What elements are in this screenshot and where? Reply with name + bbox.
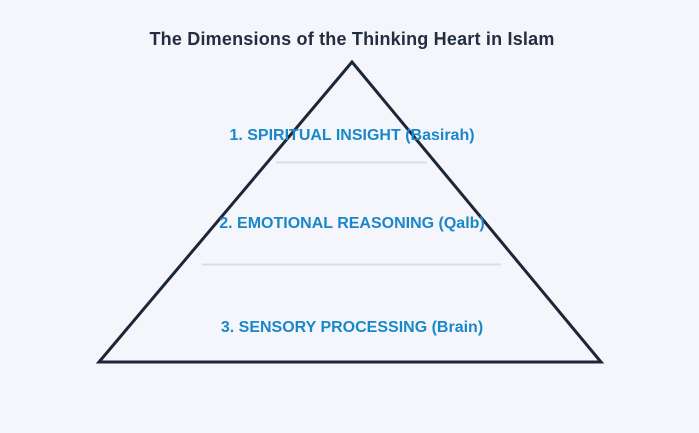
diagram-title: The Dimensions of the Thinking Heart in … — [149, 29, 555, 49]
pyramid-level-spiritual-insight: 1. SPIRITUAL INSIGHT (Basirah) — [229, 127, 475, 144]
pyramid-level-emotional-reasoning: 2. EMOTIONAL REASONING (Qalb) — [219, 215, 485, 232]
pyramid-triangle-outline — [95, 59, 605, 364]
pyramid-level-sensory-processing: 3. SENSORY PROCESSING (Brain) — [220, 319, 484, 336]
